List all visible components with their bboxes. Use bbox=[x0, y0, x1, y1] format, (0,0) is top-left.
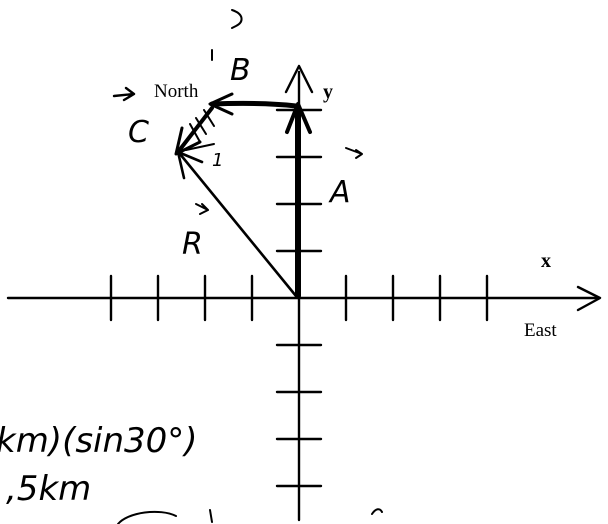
vector-r-shaft bbox=[178, 152, 298, 298]
vector-c-arrowhead bbox=[174, 126, 202, 156]
vector-c: 1 C bbox=[128, 106, 223, 171]
note-line-2: ,5km bbox=[6, 469, 91, 509]
note-stray-mark bbox=[371, 508, 383, 515]
vector-r-arrowhead bbox=[176, 150, 204, 180]
vector-a: A bbox=[285, 102, 363, 299]
vector-b-arrowhead bbox=[208, 92, 234, 116]
vector-r-label: R bbox=[182, 227, 203, 262]
vector-b-label-arrow bbox=[231, 9, 243, 29]
x-axis-ticks bbox=[109, 274, 489, 322]
vector-b: B bbox=[208, 9, 299, 116]
vector-a-arrowhead bbox=[285, 102, 312, 134]
x-axis-label: x bbox=[541, 250, 551, 272]
vector-b-shaft bbox=[209, 100, 299, 109]
vector-r: R bbox=[176, 150, 298, 298]
vector-c-hatch bbox=[189, 109, 215, 143]
east-label: East bbox=[524, 320, 557, 341]
vector-c-tail-mark bbox=[185, 143, 215, 151]
y-axis-label: y bbox=[323, 81, 333, 103]
note-line-1: km)(sin30°) bbox=[0, 421, 198, 461]
vector-r-label-arrow bbox=[195, 203, 209, 215]
note-line-3-fragment bbox=[117, 509, 213, 524]
x-axis-arrowhead bbox=[576, 285, 602, 312]
vector-a-label: A bbox=[328, 175, 351, 210]
vector-c-label: C bbox=[128, 115, 149, 150]
vector-b-label: B bbox=[230, 53, 251, 88]
north-label: North bbox=[154, 81, 199, 102]
y-axis-arrowhead bbox=[284, 64, 314, 94]
vector-a-label-arrow bbox=[345, 147, 363, 159]
vector-c-tick-label: 1 bbox=[212, 150, 223, 171]
north-pointer-arrow bbox=[112, 86, 136, 102]
